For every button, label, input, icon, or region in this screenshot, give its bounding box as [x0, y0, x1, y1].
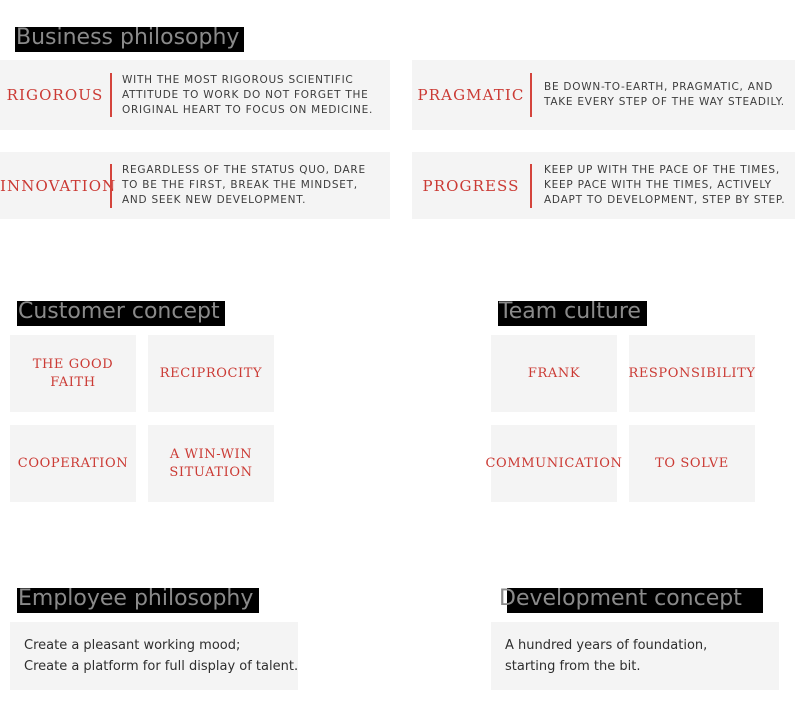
title-highlight-bar	[17, 588, 259, 613]
philosophy-body-line: ATTITUDE TO WORK DO NOT FORGET THE	[122, 88, 369, 101]
title-highlight-bar	[507, 588, 763, 613]
statement-box-development-concept: A hundred years of foundation, starting …	[491, 622, 779, 690]
philosophy-body-line: REGARDLESS OF THE STATUS QUO, DARE	[122, 164, 366, 176]
section-title-text: Employee philosophy	[18, 586, 254, 611]
philosophy-card-rigorous: RIGOROUS WITH THE MOST RIGOROUS SCIENTIF…	[0, 60, 390, 130]
section-title-customer-concept: Customer concept	[17, 298, 225, 326]
section-title-team-culture: Team culture	[498, 298, 647, 326]
value-card-label: RESPONSIBILITY	[628, 365, 756, 381]
philosophy-card-progress: PROGRESS KEEP UP WITH THE PACE OF THE TI…	[412, 152, 795, 219]
philosophy-card-body: REGARDLESS OF THE STATUS QUO, DARE TO BE…	[122, 163, 390, 208]
title-highlight-bar	[17, 301, 225, 326]
value-card-responsibility: RESPONSIBILITY	[628, 335, 756, 412]
value-card-the-good-faith: THE GOOD FAITH	[10, 335, 136, 412]
philosophy-body-line: KEEP PACE WITH THE TIMES, ACTIVELY	[544, 179, 772, 191]
section-title-text: Business philosophy	[16, 25, 240, 50]
statement-line: Create a pleasant working mood;	[24, 638, 241, 653]
philosophy-card-pragmatic: PRAGMATIC BE DOWN-TO-EARTH, PRAGMATIC, A…	[412, 60, 795, 130]
section-title-text: Team culture	[499, 299, 641, 324]
philosophy-body-line: ORIGINAL HEART TO FOCUS ON MEDICINE.	[122, 103, 374, 116]
value-card-label: FRANK	[527, 365, 581, 381]
philosophy-body-line: WITH THE MOST RIGOROUS SCIENTIFIC	[122, 73, 354, 86]
philosophy-card-body: KEEP UP WITH THE PACE OF THE TIMES, KEEP…	[544, 163, 795, 208]
philosophy-body-line: AND SEEK NEW DEVELOPMENT.	[122, 194, 307, 206]
value-card-reciprocity: RECIPROCITY	[148, 335, 274, 412]
value-card-label: THE GOOD FAITH	[32, 356, 114, 390]
value-card-frank: FRANK	[491, 335, 617, 412]
philosophy-body-line: TO BE THE FIRST, BREAK THE MINDSET,	[122, 179, 358, 191]
value-card-communication: COMMUNICATION	[486, 425, 622, 502]
value-card-to-solve: TO SOLVE	[629, 425, 755, 502]
statement-line: starting from the bit.	[505, 659, 641, 674]
section-title-employee-philosophy: Employee philosophy	[17, 585, 259, 613]
philosophy-body-line: KEEP UP WITH THE PACE OF THE TIMES,	[544, 164, 780, 176]
red-divider-rule	[110, 163, 112, 208]
value-card-a-win-win-situation: A WIN-WIN SITUATION	[148, 425, 274, 502]
philosophy-card-body: BE DOWN-TO-EARTH, PRAGMATIC, AND TAKE EV…	[544, 80, 795, 110]
value-card-label: COMMUNICATION	[485, 455, 623, 471]
statement-line: A hundred years of foundation,	[505, 638, 708, 653]
value-card-label: COOPERATION	[17, 455, 129, 471]
section-title-business-philosophy: Business philosophy	[15, 24, 244, 52]
philosophy-card-label: PRAGMATIC	[417, 86, 525, 104]
philosophy-body-line: ADAPT TO DEVELOPMENT, STEP BY STEP.	[544, 194, 786, 206]
section-title-text: Customer concept	[18, 299, 220, 324]
philosophy-card-label: INNOVATION	[0, 176, 117, 195]
philosophy-card-label: RIGOROUS	[6, 86, 104, 104]
philosophy-body-line: TAKE EVERY STEP OF THE WAY STEADILY.	[544, 96, 785, 108]
value-card-cooperation: COOPERATION	[10, 425, 136, 502]
philosophy-card-label: PROGRESS	[422, 176, 520, 195]
section-title-text: Development concept	[499, 586, 742, 611]
red-divider-rule	[530, 163, 532, 208]
value-card-label: A WIN-WIN SITUATION	[169, 446, 253, 480]
philosophy-card-body: WITH THE MOST RIGOROUS SCIENTIFIC ATTITU…	[122, 73, 390, 118]
philosophy-body-line: BE DOWN-TO-EARTH, PRAGMATIC, AND	[544, 81, 774, 93]
value-card-label: RECIPROCITY	[159, 365, 263, 381]
value-card-label: TO SOLVE	[655, 455, 729, 471]
statement-box-employee-philosophy: Create a pleasant working mood; Create a…	[10, 622, 298, 690]
red-divider-rule	[530, 73, 532, 117]
section-title-development-concept: Development concept	[499, 585, 763, 613]
red-divider-rule	[110, 73, 112, 117]
philosophy-card-innovation: INNOVATION REGARDLESS OF THE STATUS QUO,…	[0, 152, 390, 219]
title-highlight-bar	[498, 301, 647, 326]
title-highlight-bar	[15, 27, 244, 52]
statement-line: Create a platform for full display of ta…	[24, 659, 299, 674]
